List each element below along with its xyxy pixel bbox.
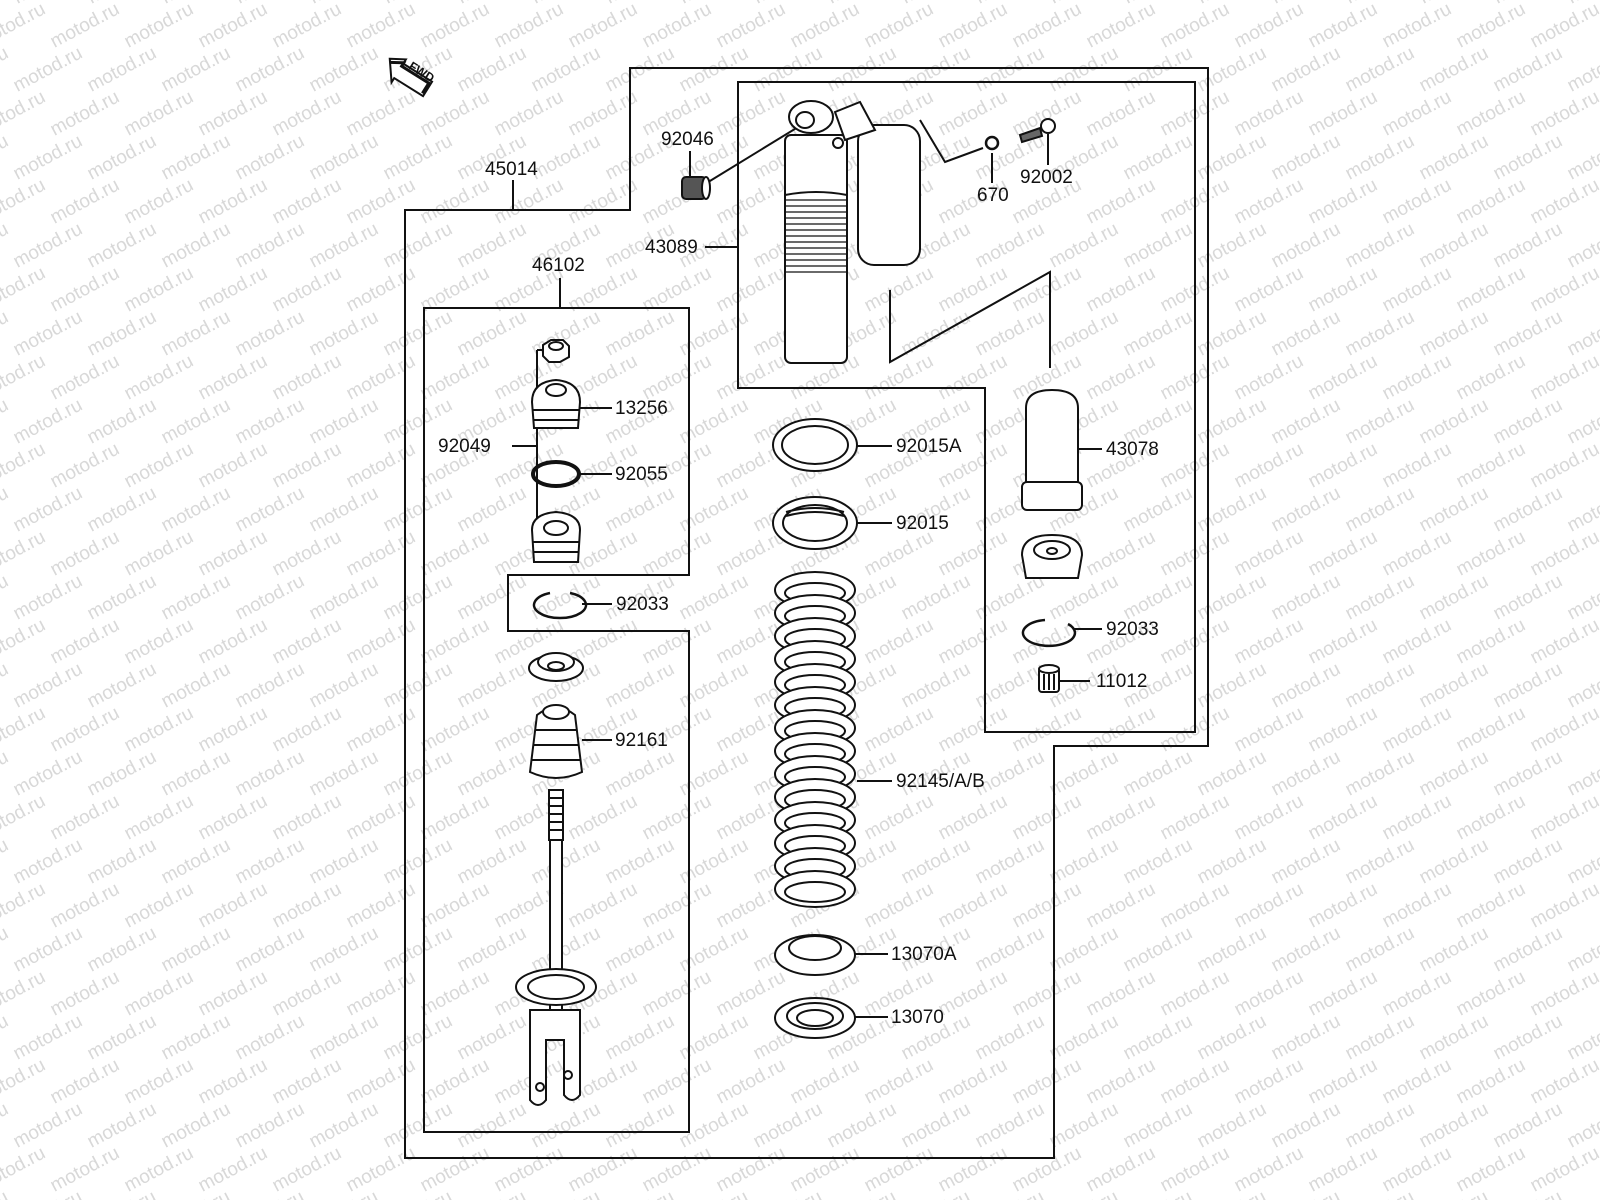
part-label-11012[interactable]: 11012 — [1096, 671, 1148, 692]
reservoir-cap — [1020, 533, 1084, 579]
seal-13256 — [530, 378, 582, 429]
seal-lower — [530, 510, 582, 563]
part-label-92161[interactable]: 92161 — [615, 730, 668, 751]
nut — [542, 339, 570, 363]
part-label-92002[interactable]: 92002 — [1020, 167, 1073, 188]
part-label-92015A[interactable]: 92015A — [896, 436, 962, 457]
part-label-46102[interactable]: 46102 — [532, 255, 585, 276]
oring-670 — [984, 135, 1000, 151]
bolt-92002 — [1018, 118, 1056, 144]
lock-nut-92015 — [772, 496, 858, 550]
part-label-92055[interactable]: 92055 — [615, 464, 668, 485]
spring-coil — [774, 870, 856, 908]
part-label-43089[interactable]: 43089 — [645, 237, 698, 258]
bushing-11012 — [1038, 664, 1060, 693]
circlip-left-92033 — [532, 591, 588, 620]
part-label-43078[interactable]: 43078 — [1106, 439, 1159, 460]
part-label-670[interactable]: 670 — [977, 185, 1009, 206]
rod-assembly-box — [423, 307, 690, 1133]
part-label-13256[interactable]: 13256 — [615, 398, 668, 419]
part-label-13070A[interactable]: 13070A — [891, 944, 957, 965]
part-label-92046[interactable]: 92046 — [661, 129, 714, 150]
spring-92145 — [774, 571, 856, 908]
lock-nut-92015A — [772, 418, 858, 472]
bump-cap — [528, 652, 584, 682]
part-label-45014[interactable]: 45014 — [485, 159, 538, 180]
bumper-92161 — [528, 704, 584, 779]
part-label-92145[interactable]: 92145/A/B — [896, 771, 985, 792]
circlip-right-92033 — [1021, 618, 1077, 648]
assembly-boundary-45014 — [404, 67, 1209, 1159]
oring-92055 — [531, 460, 581, 488]
part-label-13070[interactable]: 13070 — [891, 1007, 944, 1028]
bushing-92046 — [681, 176, 711, 200]
part-label-92033-right[interactable]: 92033 — [1106, 619, 1159, 640]
bladder-43078 — [1021, 388, 1083, 511]
shock-body-43089 — [784, 100, 921, 364]
part-label-92033-left[interactable]: 92033 — [616, 594, 669, 615]
shock-body-box — [737, 81, 1196, 733]
damper-rod — [515, 789, 597, 1106]
spring-seat-13070 — [774, 997, 856, 1039]
spring-coil-inner — [784, 881, 846, 903]
spring-seat-13070A — [774, 934, 856, 976]
fwd-arrow-icon — [388, 57, 434, 98]
part-label-92049[interactable]: 92049 — [438, 436, 491, 457]
part-label-92015[interactable]: 92015 — [896, 513, 949, 534]
